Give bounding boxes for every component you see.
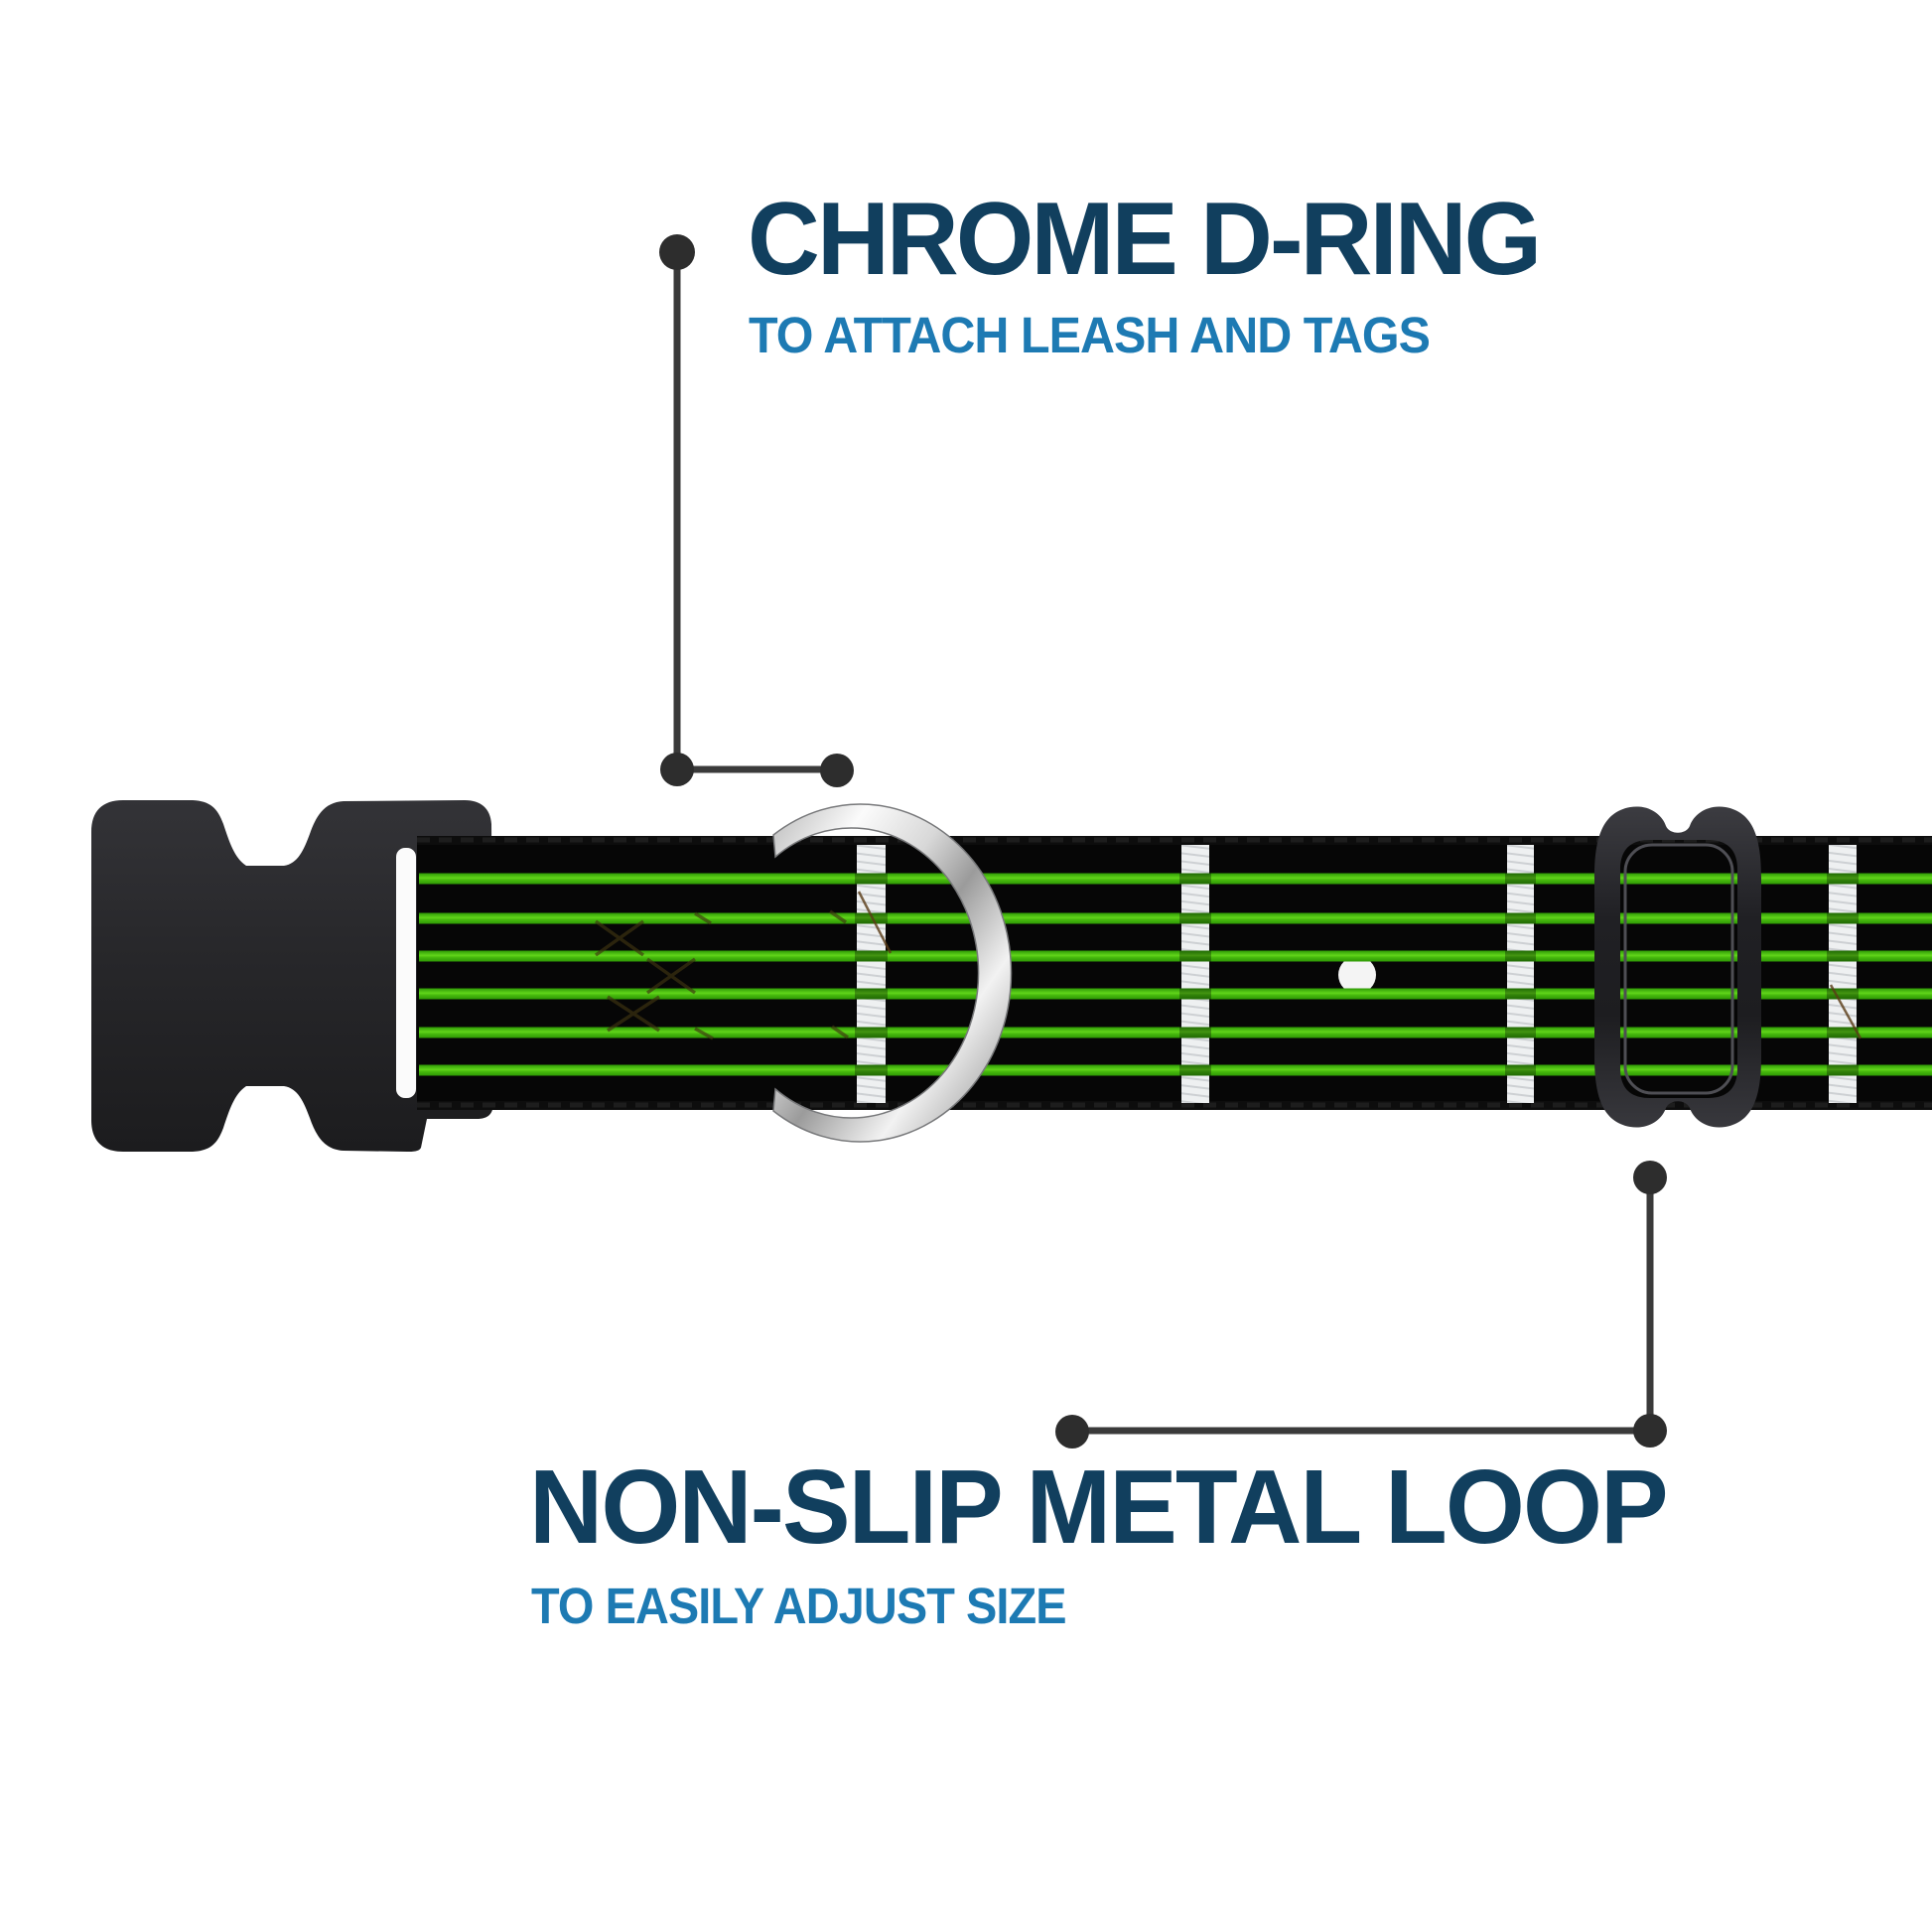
fret-bar-1	[857, 845, 886, 1103]
buckle-body	[91, 800, 493, 1152]
bottom-callout-subtitle: TO EASILY ADJUST SIZE	[531, 1578, 1067, 1634]
bottom-callout-line	[1072, 1177, 1654, 1435]
crossed-strings-decoration	[594, 909, 849, 1040]
top-callout-dot-target	[820, 754, 854, 787]
strap-edge-top	[417, 836, 1932, 845]
string-6	[419, 1064, 1932, 1076]
bottom-callout-dot-target	[1633, 1161, 1667, 1194]
fret-bar-3	[1507, 845, 1534, 1103]
string-5	[419, 1027, 1932, 1038]
top-callout-title: CHROME D-RING	[748, 182, 1542, 297]
fret-marker-dot	[1338, 956, 1376, 994]
buckle-strap-slot	[396, 848, 416, 1098]
top-callout-subtitle: TO ATTACH LEASH AND TAGS	[749, 307, 1431, 363]
d-ring-front-arc	[772, 803, 1013, 1143]
string-fret-shadows	[855, 873, 1859, 1076]
bottom-callout-dot-text-end	[1055, 1415, 1089, 1449]
string-2	[419, 912, 1932, 924]
slider-frame	[1594, 806, 1761, 1128]
top-callout-dot-text-end	[659, 234, 695, 270]
bottom-callout-dot-elbow	[1633, 1414, 1667, 1448]
chrome-d-ring	[772, 803, 1013, 1143]
string-1	[419, 873, 1932, 885]
collar-strap	[417, 836, 1932, 1110]
top-callout-dot-elbow	[660, 753, 694, 786]
top-callout-pointer	[659, 234, 854, 787]
bottom-callout-title: NON-SLIP METAL LOOP	[529, 1449, 1669, 1566]
fret-bars	[857, 845, 1857, 1103]
thread-accents	[857, 891, 1863, 1039]
bottom-callout-pointer	[1055, 1161, 1667, 1449]
string-3	[419, 950, 1932, 962]
fret-bar-2	[1181, 845, 1209, 1103]
string-4	[419, 988, 1932, 1000]
non-slip-metal-loop	[1594, 806, 1761, 1128]
guitar-strings	[419, 873, 1932, 1076]
slider-inner-highlight	[1623, 843, 1734, 1095]
side-release-buckle	[91, 800, 493, 1152]
fret-bar-4	[1829, 845, 1857, 1103]
strap-edge-bottom	[417, 1101, 1932, 1110]
